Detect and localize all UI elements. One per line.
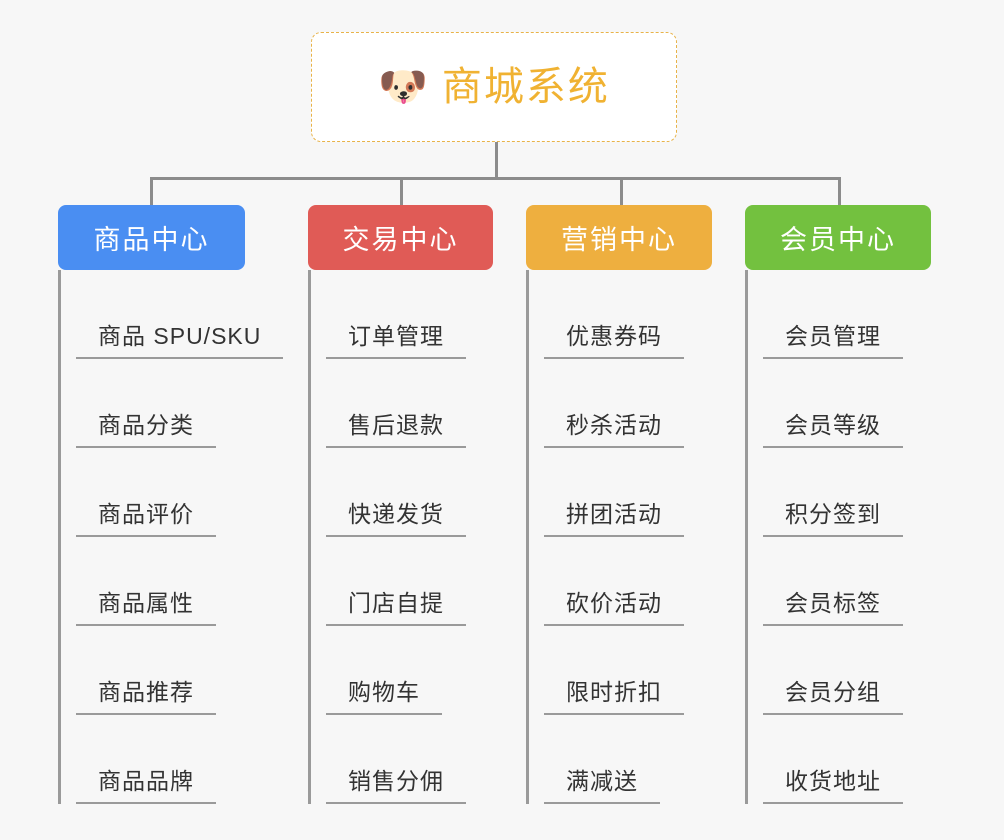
leaf-item[interactable]: 销售分佣	[326, 715, 493, 804]
leaf-label: 销售分佣	[326, 768, 466, 804]
leaf-label: 限时折扣	[544, 679, 684, 715]
leaf-item[interactable]: 积分签到	[763, 448, 931, 537]
leaf-label: 商品 SPU/SKU	[76, 323, 284, 359]
connector-drop-2	[400, 177, 403, 207]
leaf-label: 售后退款	[326, 412, 466, 448]
connector-drop-1	[150, 177, 153, 207]
branch-header-member-center[interactable]: 会员中心	[745, 205, 931, 270]
leaf-list-member-center: 会员管理 会员等级 积分签到 会员标签 会员分组 收货地址	[745, 270, 931, 804]
leaf-label: 商品评价	[76, 501, 216, 537]
leaf-spine	[308, 270, 311, 804]
leaf-item[interactable]: 售后退款	[326, 359, 493, 448]
branch-header-product-center[interactable]: 商品中心	[58, 205, 245, 270]
leaf-list-trade-center: 订单管理 售后退款 快递发货 门店自提 购物车 销售分佣	[308, 270, 493, 804]
leaf-item[interactable]: 购物车	[326, 626, 493, 715]
root-title: 商城系统	[441, 65, 610, 109]
leaf-spine	[58, 270, 61, 804]
branch-label: 会员中心	[780, 225, 896, 255]
connector-drop-3	[620, 177, 623, 207]
leaf-item[interactable]: 秒杀活动	[544, 359, 712, 448]
connector-drop-4	[838, 177, 841, 207]
leaf-item[interactable]: 商品品牌	[76, 715, 245, 804]
leaf-label: 满减送	[544, 768, 660, 804]
leaf-label: 商品推荐	[76, 679, 216, 715]
leaf-item[interactable]: 砍价活动	[544, 537, 712, 626]
branch-product-center: 商品中心 商品 SPU/SKU 商品分类 商品评价 商品属性 商品推荐 商品品牌	[58, 205, 284, 804]
leaf-item[interactable]: 商品属性	[76, 537, 245, 626]
leaf-item[interactable]: 订单管理	[326, 270, 493, 359]
leaf-label: 砍价活动	[544, 590, 684, 626]
branch-header-marketing-center[interactable]: 营销中心	[526, 205, 712, 270]
leaf-label: 快递发货	[326, 501, 466, 537]
leaf-label: 订单管理	[326, 323, 466, 359]
leaf-item[interactable]: 会员分组	[763, 626, 931, 715]
leaf-item[interactable]: 拼团活动	[544, 448, 712, 537]
leaf-item[interactable]: 快递发货	[326, 448, 493, 537]
leaf-label: 优惠券码	[544, 323, 684, 359]
leaf-label: 商品品牌	[76, 768, 216, 804]
leaf-item[interactable]: 会员等级	[763, 359, 931, 448]
leaf-item[interactable]: 商品 SPU/SKU	[76, 270, 284, 359]
leaf-item[interactable]: 商品分类	[76, 359, 245, 448]
connector-root-stub	[495, 142, 498, 179]
leaf-item[interactable]: 商品评价	[76, 448, 245, 537]
leaf-list-marketing-center: 优惠券码 秒杀活动 拼团活动 砍价活动 限时折扣 满减送	[526, 270, 712, 804]
leaf-label: 购物车	[326, 679, 442, 715]
leaf-list-product-center: 商品 SPU/SKU 商品分类 商品评价 商品属性 商品推荐 商品品牌	[58, 270, 284, 804]
leaf-item[interactable]: 门店自提	[326, 537, 493, 626]
branch-header-trade-center[interactable]: 交易中心	[308, 205, 493, 270]
leaf-label: 商品分类	[76, 412, 216, 448]
leaf-label: 会员标签	[763, 590, 903, 626]
branch-trade-center: 交易中心 订单管理 售后退款 快递发货 门店自提 购物车 销售分佣	[308, 205, 493, 804]
leaf-label: 商品属性	[76, 590, 216, 626]
leaf-item[interactable]: 优惠券码	[544, 270, 712, 359]
leaf-label: 收货地址	[763, 768, 903, 804]
leaf-label: 拼团活动	[544, 501, 684, 537]
branch-label: 营销中心	[561, 225, 677, 255]
leaf-label: 会员管理	[763, 323, 903, 359]
branch-label: 商品中心	[93, 225, 210, 255]
branch-label: 交易中心	[342, 225, 459, 255]
branch-member-center: 会员中心 会员管理 会员等级 积分签到 会员标签 会员分组 收货地址	[745, 205, 931, 804]
leaf-item[interactable]: 商品推荐	[76, 626, 245, 715]
leaf-item[interactable]: 会员标签	[763, 537, 931, 626]
leaf-label: 门店自提	[326, 590, 466, 626]
leaf-spine	[526, 270, 529, 804]
branch-marketing-center: 营销中心 优惠券码 秒杀活动 拼团活动 砍价活动 限时折扣 满减送	[526, 205, 712, 804]
leaf-item[interactable]: 限时折扣	[544, 626, 712, 715]
leaf-item[interactable]: 会员管理	[763, 270, 931, 359]
leaf-label: 积分签到	[763, 501, 903, 537]
leaf-label: 秒杀活动	[544, 412, 684, 448]
leaf-label: 会员分组	[763, 679, 903, 715]
dog-face-icon: 🐶	[378, 65, 428, 109]
leaf-spine	[745, 270, 748, 804]
leaf-item[interactable]: 满减送	[544, 715, 712, 804]
root-node[interactable]: 🐶 商城系统	[311, 32, 677, 142]
leaf-label: 会员等级	[763, 412, 903, 448]
connector-horizontal-bus	[150, 177, 840, 180]
leaf-item[interactable]: 收货地址	[763, 715, 931, 804]
